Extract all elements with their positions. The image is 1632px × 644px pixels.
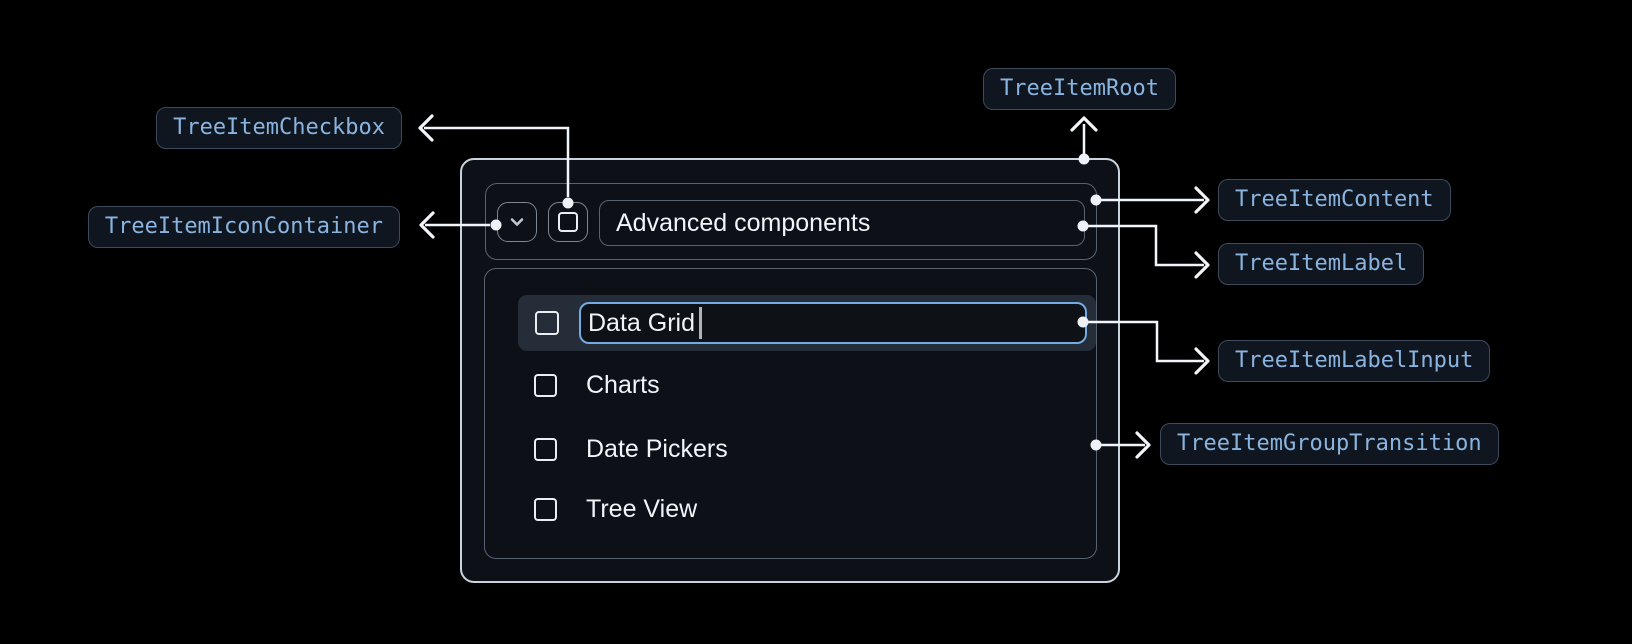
item-checkbox[interactable] [535, 311, 559, 335]
annotation-tree-item-content: TreeItemContent [1218, 179, 1451, 221]
item-checkbox[interactable] [534, 437, 557, 461]
chevron-down-icon [510, 218, 524, 226]
tree-item-label-text: Tree View [586, 494, 698, 523]
tree-item-label-text: Date Pickers [586, 434, 728, 463]
tree-item-label-input[interactable]: Data Grid [579, 302, 1087, 344]
tree-item-checkbox[interactable] [548, 202, 588, 242]
tree-item-charts[interactable]: Charts [518, 361, 1096, 409]
label-input-value: Data Grid [588, 308, 695, 337]
annotation-tree-item-root: TreeItemRoot [983, 68, 1176, 110]
tree-item-editing-row[interactable]: Data Grid [518, 295, 1096, 351]
tree-item-group-transition: Data Grid Charts Date Pickers Tree View [484, 268, 1097, 559]
annotation-tree-item-checkbox: TreeItemCheckbox [156, 107, 402, 149]
tree-item-tree-view[interactable]: Tree View [518, 485, 1096, 533]
annotation-tree-item-label: TreeItemLabel [1218, 243, 1425, 285]
tree-item-root [460, 158, 1120, 583]
checkbox-unchecked-icon [558, 212, 578, 232]
item-checkbox[interactable] [534, 497, 557, 521]
tree-item-label-text: Charts [586, 370, 660, 399]
text-cursor [698, 307, 703, 339]
annotation-tree-item-label-input: TreeItemLabelInput [1218, 340, 1491, 382]
tree-item-date-pickers[interactable]: Date Pickers [518, 425, 1096, 473]
tree-item-label[interactable]: Advanced components [599, 200, 1085, 246]
annotation-tree-item-icon-container: TreeItemIconContainer [87, 206, 400, 248]
tree-item-icon-container[interactable] [497, 202, 537, 242]
annotation-tree-item-group-transition: TreeItemGroupTransition [1160, 423, 1499, 465]
item-checkbox[interactable] [534, 373, 557, 397]
tree-item-label-text: Advanced components [616, 208, 871, 237]
tree-item-content[interactable] [485, 183, 1097, 260]
